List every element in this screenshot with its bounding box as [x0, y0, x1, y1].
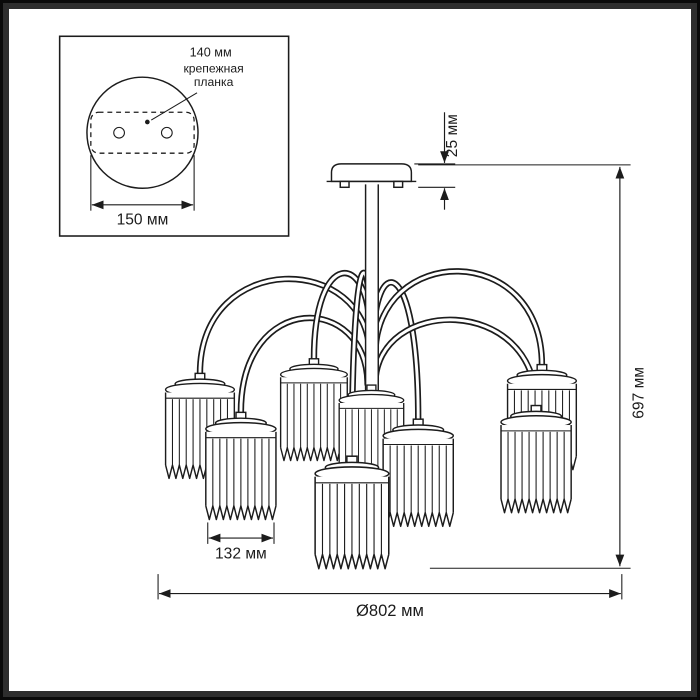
shade [500, 404, 572, 514]
dimension-canopy-height: 25 мм [414, 112, 461, 210]
bracket-label-line2: планка [194, 75, 234, 89]
mounting-hole-right [160, 126, 173, 139]
dimension-overall-diameter: Ø802 мм [157, 574, 623, 620]
inset-border [58, 35, 290, 237]
shade [279, 358, 348, 462]
shades [164, 358, 578, 570]
shade [382, 418, 455, 528]
arm [372, 268, 546, 368]
canopy-foot [393, 180, 404, 189]
dimension-plate-width: 150 мм [90, 155, 195, 228]
dimension-shade-diameter: 132 мм [207, 522, 275, 562]
mounting-plate-circle [86, 76, 199, 189]
mounting-bracket-dashed-outline [90, 111, 195, 154]
stem [364, 184, 379, 391]
chandelier-dimension-drawing: 140 мм крепежная планка 150 мм [58, 35, 647, 620]
center-mark [145, 119, 150, 125]
mounting-hole-left [113, 126, 125, 139]
dim-label-total-height: 697 мм [630, 367, 647, 419]
dim-label-hole-spacing: 140 мм [190, 46, 232, 60]
inset-mounting-plate: 140 мм крепежная планка 150 мм [58, 35, 290, 237]
arm [237, 314, 371, 416]
dim-label-overall-diameter: Ø802 мм [356, 601, 424, 620]
dimension-total-height: 697 мм [418, 164, 647, 569]
dim-label-shade-diameter: 132 мм [215, 545, 267, 562]
drawing-frame-inner: 140 мм крепежная планка 150 мм [3, 3, 697, 697]
dim-label-plate-width: 150 мм [117, 211, 169, 228]
bracket-label-line1: крепежная [183, 61, 243, 75]
shade [314, 455, 390, 570]
shade [205, 411, 277, 521]
chandelier-drawing [164, 163, 578, 570]
arm [372, 316, 540, 409]
leader-line [150, 92, 198, 121]
arm [196, 275, 373, 377]
dim-label-canopy-height: 25 мм [444, 114, 461, 157]
canopy [326, 163, 417, 189]
canopy-foot [339, 180, 350, 189]
